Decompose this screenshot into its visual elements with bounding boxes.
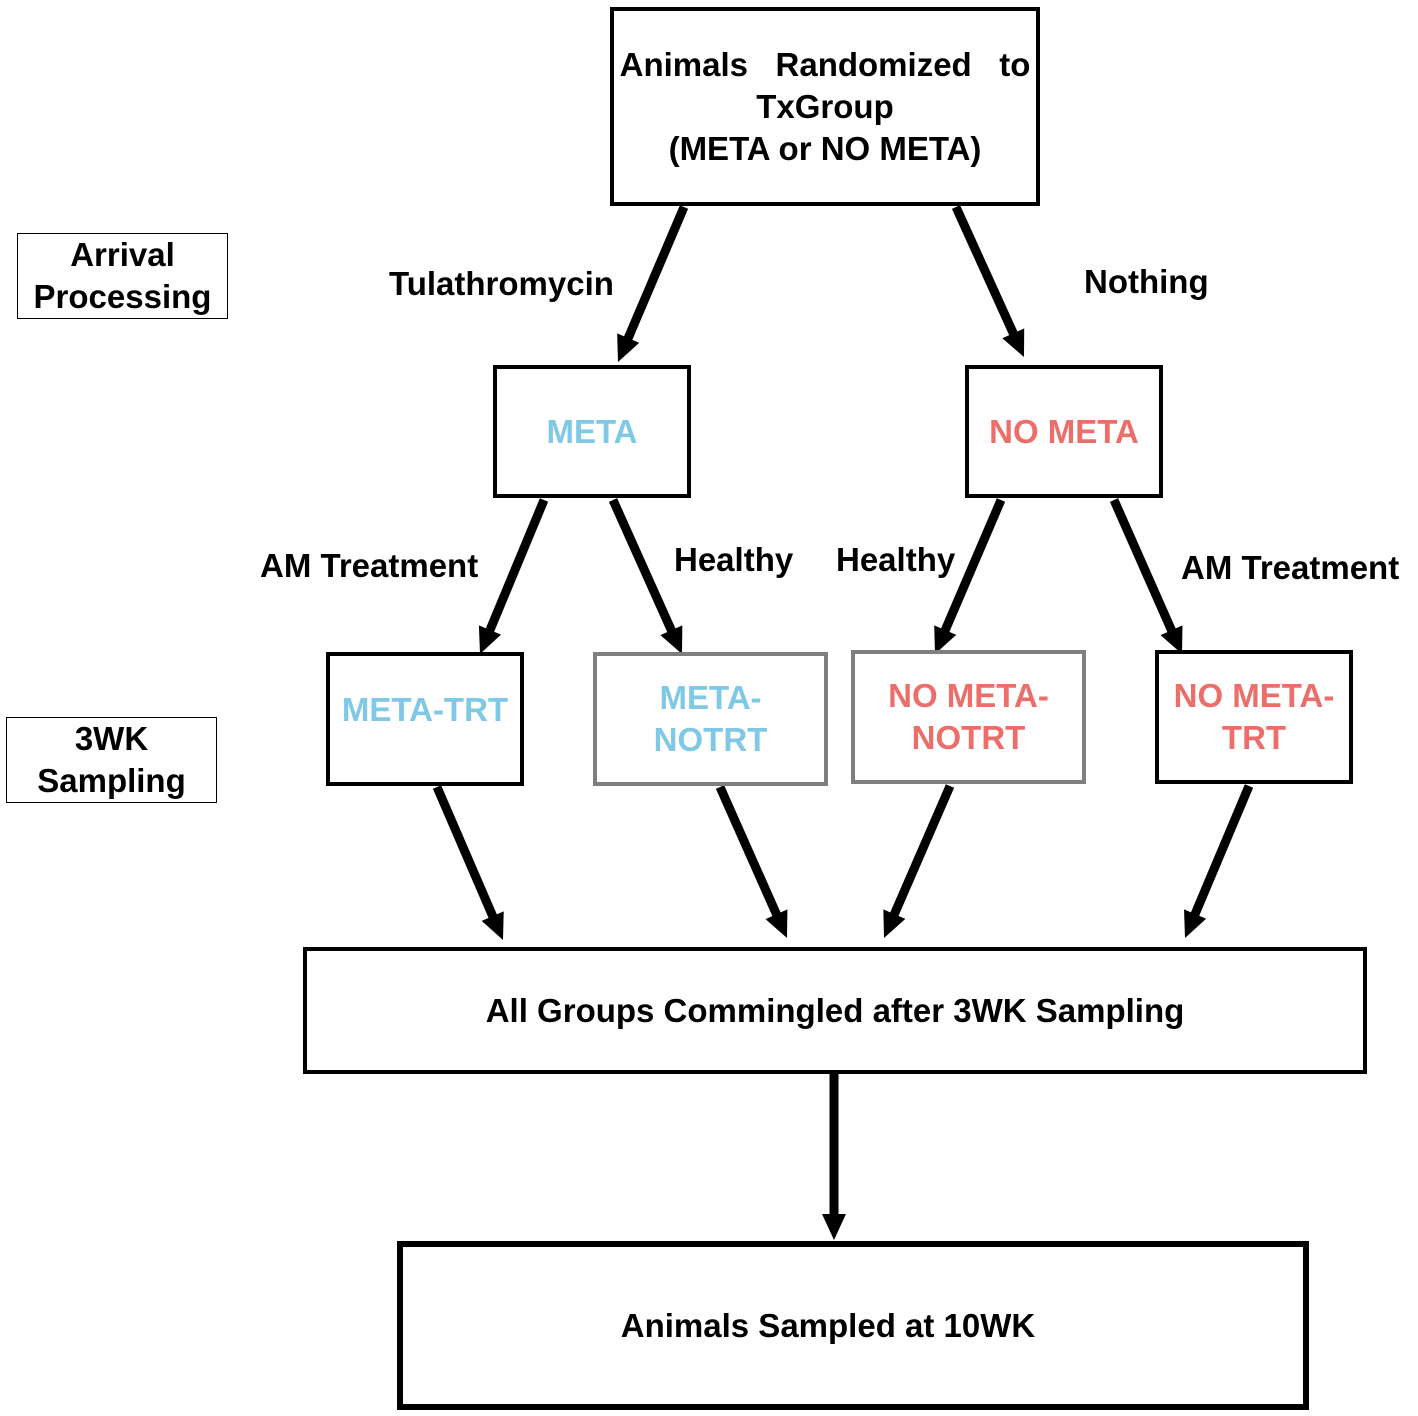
arrow-meta-to-meta-trt: [478, 498, 549, 654]
root-line2: TxGroup: [756, 87, 894, 125]
meta-label: META: [546, 412, 638, 450]
nometa-notrt-line2: NOTRT: [911, 719, 1026, 756]
arrow-nometa-trt-to-commingled: [1184, 784, 1254, 938]
nometa-trt-node: NO META- TRT: [1155, 650, 1353, 784]
nometa-notrt-node: NO META- NOTRT: [851, 650, 1086, 784]
arrow-nometa-notrt-to-commingled: [883, 784, 955, 938]
arrow-meta-notrt-to-commingled-shaft: [715, 785, 782, 918]
arrival-line1: Arrival: [70, 236, 175, 273]
root-line3: (META or NO META): [668, 129, 982, 167]
commingled-label: All Groups Commingled after 3WK Sampling: [485, 991, 1185, 1029]
nometa-trt-line1: NO META-: [1173, 677, 1335, 714]
arrow-meta-trt-to-commingled: [432, 785, 504, 940]
meta-notrt-line1: META-: [659, 679, 762, 716]
arrow-nometa-trt-to-commingled-shaft: [1190, 784, 1254, 918]
commingled-node: All Groups Commingled after 3WK Sampling: [303, 947, 1367, 1074]
nometa-node: NO META: [965, 365, 1163, 498]
nometa-trt-line2: TRT: [1221, 719, 1287, 756]
arrow-meta-notrt-to-commingled: [715, 785, 788, 938]
arrow-root-to-meta: [617, 205, 689, 362]
arrow-meta-trt-to-commingled-head: [481, 911, 504, 940]
arrow-root-to-meta-shaft: [623, 205, 689, 342]
3wk-sampling-label: 3WK Sampling: [6, 717, 217, 803]
edge-label-healthy-right: Healthy: [836, 541, 956, 578]
meta-trt-node: META-TRT: [326, 652, 524, 786]
edge-label-nothing: Nothing: [1084, 263, 1209, 300]
arrow-nometa-to-nometa-notrt: [934, 498, 1006, 654]
sampling-line2: Sampling: [37, 762, 186, 799]
arrow-meta-to-meta-notrt-shaft: [608, 498, 677, 634]
edge-label-healthy-left: Healthy: [674, 541, 794, 578]
arrival-processing-label: Arrival Processing: [17, 233, 228, 319]
arrow-root-to-nometa: [951, 205, 1025, 357]
arrow-root-to-nometa-head: [1002, 328, 1025, 357]
meta-notrt-line2: NOTRT: [653, 721, 768, 758]
edge-label-tulathromycin: Tulathromycin: [389, 265, 614, 302]
arrow-nometa-to-nometa-trt-shaft: [1109, 498, 1177, 634]
arrow-root-to-meta-head: [617, 333, 640, 362]
meta-node: META: [493, 365, 691, 498]
arrow-nometa-to-nometa-trt: [1109, 498, 1183, 654]
arrow-commingled-to-sampled: [822, 1074, 846, 1240]
arrow-meta-trt-to-commingled-shaft: [432, 785, 498, 920]
nometa-label: NO META: [989, 412, 1139, 450]
edge-label-am-treatment-right: AM Treatment: [1181, 549, 1400, 586]
edge-label-am-treatment-left: AM Treatment: [260, 547, 479, 584]
sampling-line1: 3WK: [74, 720, 149, 757]
arrow-meta-to-meta-notrt: [608, 498, 683, 654]
arrow-meta-to-meta-notrt-head: [660, 625, 683, 654]
meta-trt-label: META-TRT: [341, 691, 509, 728]
sampled-label: Animals Sampled at 10WK: [620, 1306, 1036, 1344]
nometa-notrt-line1: NO META-: [888, 677, 1049, 714]
arrow-meta-to-meta-trt-shaft: [485, 498, 549, 634]
arrow-nometa-notrt-to-commingled-shaft: [889, 784, 955, 918]
arrow-meta-notrt-to-commingled-head: [765, 909, 788, 938]
sampled-node: Animals Sampled at 10WK: [397, 1241, 1309, 1410]
meta-notrt-node: META- NOTRT: [593, 652, 828, 786]
arrow-nometa-to-nometa-trt-head: [1160, 625, 1183, 654]
arrival-line2: Processing: [33, 278, 212, 315]
arrow-commingled-to-sampled-head: [822, 1214, 846, 1240]
root-node: Animals Randomized to TxGroup (META or N…: [610, 7, 1040, 206]
arrow-nometa-trt-to-commingled-head: [1184, 909, 1207, 938]
arrow-nometa-to-nometa-notrt-head: [934, 625, 957, 654]
arrow-nometa-notrt-to-commingled-head: [883, 909, 906, 938]
arrow-nometa-to-nometa-notrt-shaft: [940, 498, 1006, 634]
arrow-meta-to-meta-trt-head: [478, 625, 502, 654]
root-line1: Animals Randomized to: [619, 45, 1031, 83]
arrow-root-to-nometa-shaft: [951, 205, 1019, 337]
